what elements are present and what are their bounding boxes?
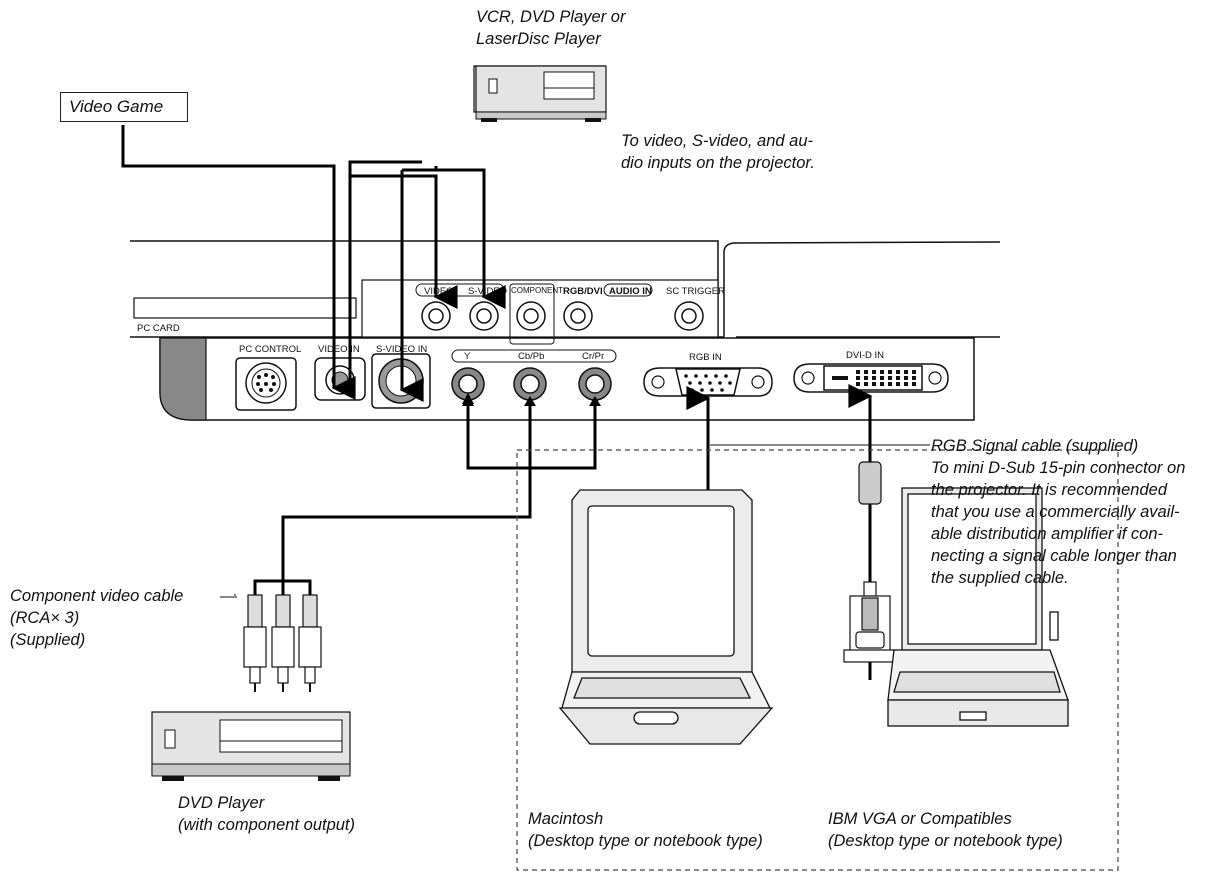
y-label: Y — [464, 351, 471, 362]
to-video-note: To video, S-video, and au- dio inputs on… — [621, 132, 815, 172]
rca-plugs — [243, 594, 322, 692]
ibm-label: IBM VGA or Compatibles (Desktop type or … — [828, 810, 1063, 850]
component-label: COMPONENT — [511, 286, 563, 295]
rgb-cable-note: RGB Signal cable (supplied) To mini D-Su… — [931, 437, 1186, 587]
projector-panel — [130, 240, 1001, 421]
dvi-d-in-label: DVI-D IN — [846, 350, 884, 361]
component-cable — [253, 405, 597, 595]
sc-trigger-label: SC TRIGGER — [666, 286, 725, 297]
computers-group — [516, 449, 1119, 871]
vcr-device — [473, 65, 607, 122]
video-game-label: Video Game — [69, 97, 164, 116]
pc-control-label: PC CONTROL — [239, 344, 301, 355]
s-video-label: S-VIDEO — [468, 286, 507, 297]
dvd-player-label: DVD Player (with component output) — [178, 794, 356, 834]
vcr-label: VCR, DVD Player or LaserDisc Player — [476, 8, 626, 48]
pc-card-label: PC CARD — [137, 323, 180, 334]
rgb-dvi-label: RGB/DVI — [563, 286, 603, 297]
macintosh-laptop — [558, 489, 774, 745]
macintosh-label: Macintosh (Desktop type or notebook type… — [528, 810, 763, 850]
dvd-player-device — [151, 711, 351, 781]
video-label: VIDEO — [424, 286, 454, 297]
cb-pb-label: Cb/Pb — [518, 351, 544, 362]
video-in-label: VIDEO IN — [318, 344, 360, 355]
video-game-box: Video Game — [60, 92, 188, 122]
cr-pr-label: Cr/Pr — [582, 351, 604, 362]
component-cable-note: Component video cable (RCA× 3) (Supplied… — [10, 587, 184, 649]
video-cables — [121, 125, 506, 402]
audio-in-label: AUDIO IN — [609, 286, 652, 297]
ibm-laptop — [887, 487, 1069, 727]
rgb-in-label: RGB IN — [689, 352, 722, 363]
